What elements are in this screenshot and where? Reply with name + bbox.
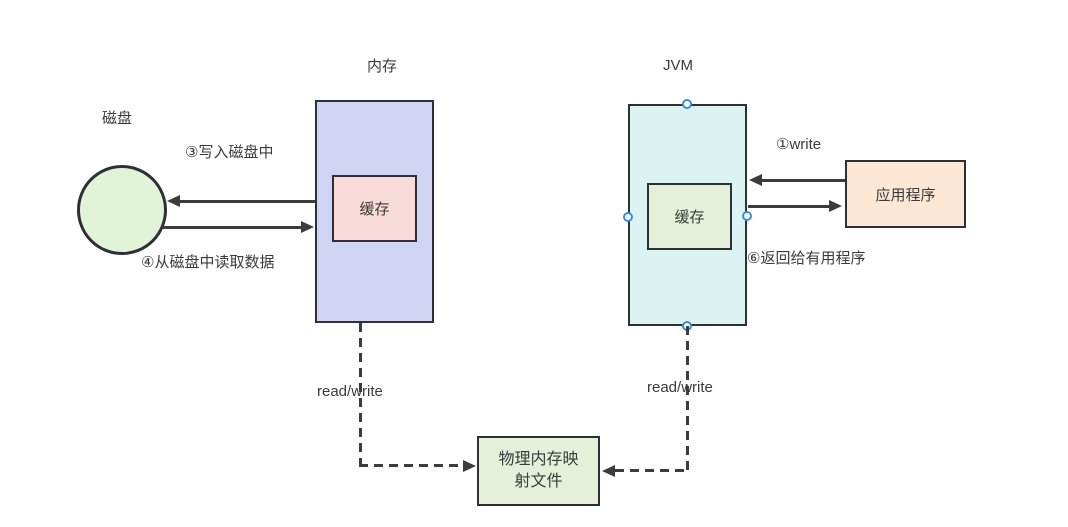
jvm-cache-node[interactable]: 缓存 xyxy=(647,183,732,250)
return-to-app-label: ⑥返回给有用程序 xyxy=(747,250,866,267)
memory-title: 内存 xyxy=(367,58,398,75)
jvm-cache-label: 缓存 xyxy=(674,209,705,226)
mapped-file-label-line1: 物理内存映 xyxy=(498,451,579,468)
app-node[interactable]: 应用程序 xyxy=(845,160,966,228)
arrow-read-from-disk-line xyxy=(162,226,302,229)
mapped-file-node[interactable]: 物理内存映 射文件 xyxy=(477,436,600,506)
app-label: 应用程序 xyxy=(875,186,936,204)
write-to-disk-label: ③写入磁盘中 xyxy=(185,144,274,161)
disk-node[interactable] xyxy=(77,165,167,255)
app-write-label: ①write xyxy=(776,136,822,153)
read-from-disk-label: ④从磁盘中读取数据 xyxy=(141,254,275,271)
jvm-selection-handle-left[interactable] xyxy=(623,212,633,222)
disk-label: 磁盘 xyxy=(102,110,133,127)
mapped-file-label-line2: 射文件 xyxy=(514,473,563,490)
arrow-app-write-head xyxy=(749,174,762,186)
memory-read-write-label: read/write xyxy=(317,383,383,400)
jvm-selection-handle-top[interactable] xyxy=(682,99,692,109)
arrow-write-to-disk-line xyxy=(178,200,315,203)
memory-cache-node[interactable]: 缓存 xyxy=(332,175,417,242)
jvm-to-file-dash-horizontal xyxy=(615,469,689,472)
jvm-selection-handle-right[interactable] xyxy=(742,211,752,221)
arrow-return-to-app-line xyxy=(748,205,830,208)
jvm-to-file-dash-vertical xyxy=(686,326,689,471)
memory-to-file-dash-vertical xyxy=(359,323,362,467)
jvm-read-write-label: read/write xyxy=(647,379,713,396)
memory-to-file-head xyxy=(463,460,476,472)
arrow-app-write-line xyxy=(760,179,845,182)
arrow-read-from-disk-head xyxy=(301,221,314,233)
memory-to-file-dash-horizontal xyxy=(359,464,463,467)
arrow-return-to-app-head xyxy=(829,200,842,212)
memory-cache-label: 缓存 xyxy=(359,201,390,218)
jvm-to-file-head xyxy=(602,465,615,477)
jvm-title: JVM xyxy=(663,57,693,74)
arrow-write-to-disk-head xyxy=(167,195,180,207)
